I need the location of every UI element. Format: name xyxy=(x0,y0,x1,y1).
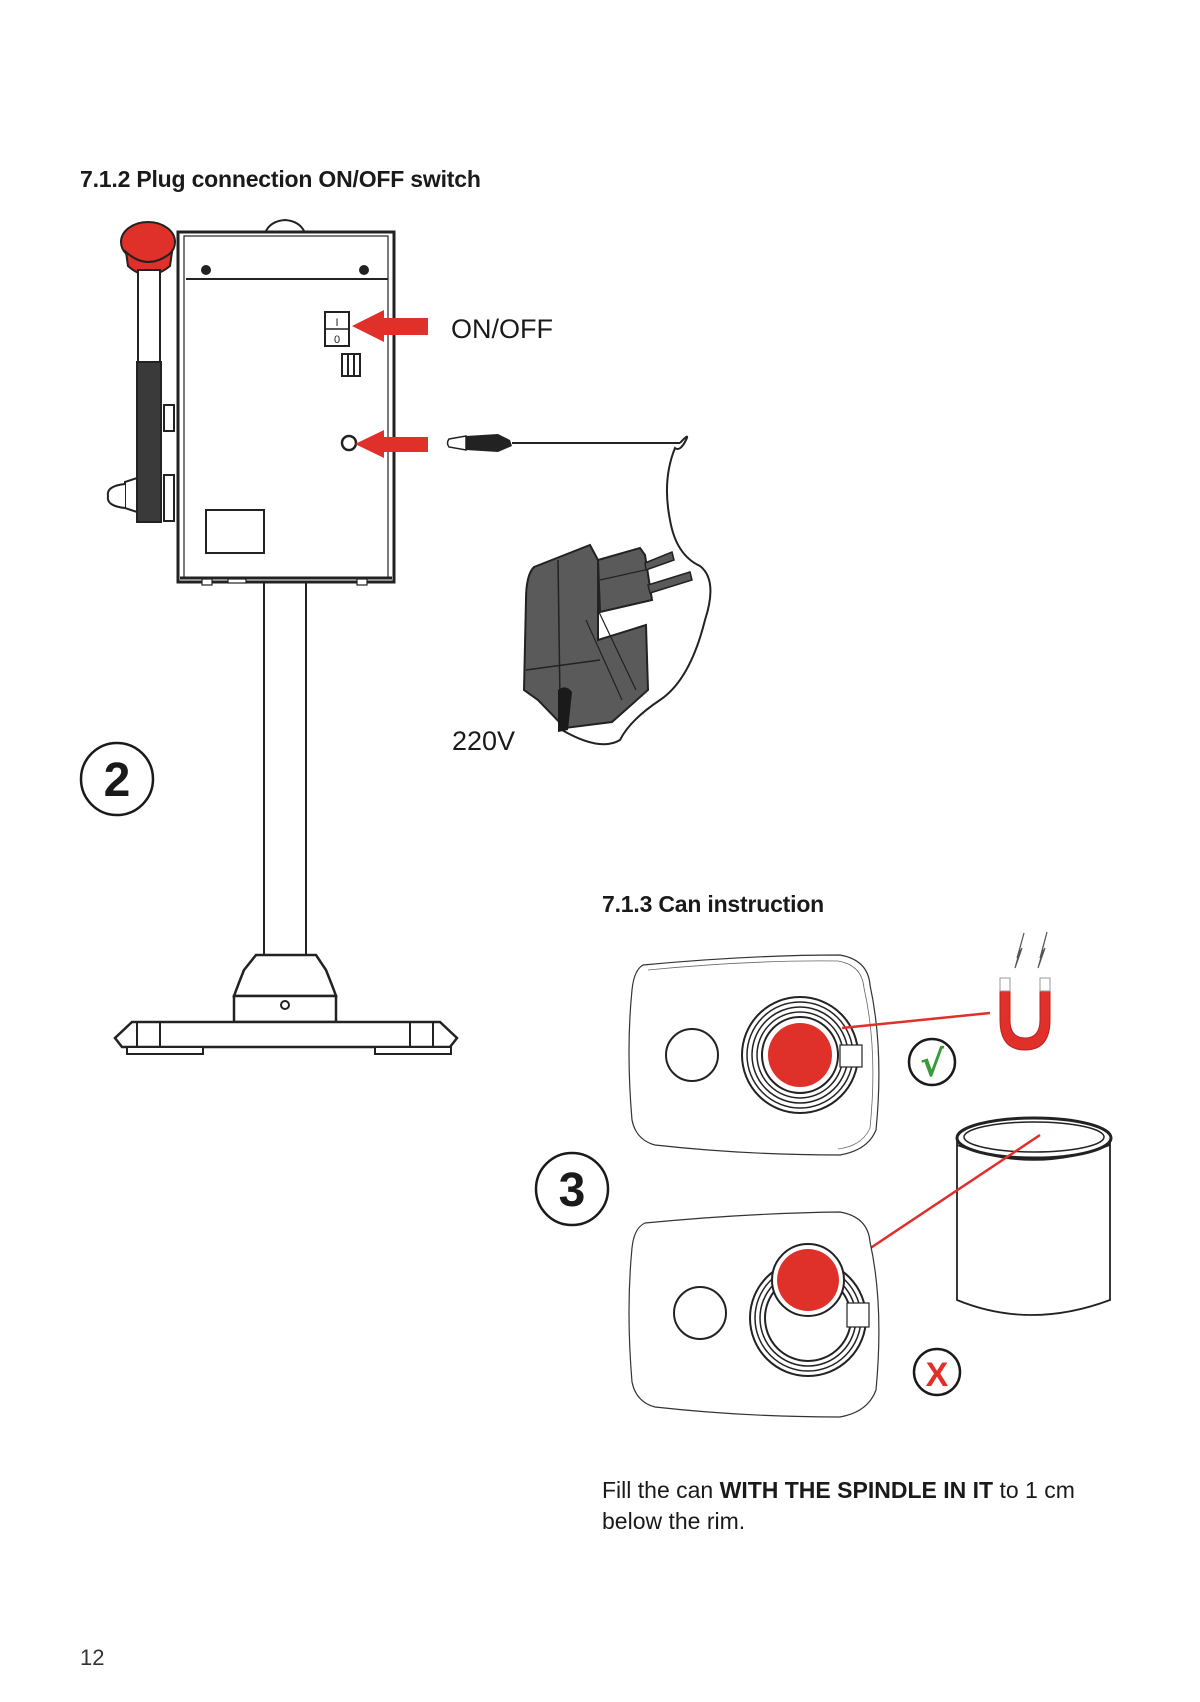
spindle-red-correct-icon xyxy=(768,1023,832,1087)
check-mark-icon: √ xyxy=(920,1044,945,1085)
switch-on-mark: I xyxy=(335,317,338,329)
instruction-prefix: Fill the can xyxy=(602,1477,720,1503)
step-2-badge: 2 xyxy=(79,741,155,817)
instruction-line2: below the rim. xyxy=(602,1508,746,1534)
label-plate xyxy=(205,509,265,554)
dc-plug-cable xyxy=(446,434,712,746)
instruction-suffix: to 1 cm xyxy=(993,1477,1075,1503)
can-fill-instruction: Fill the can WITH THE SPINDLE IN IT to 1… xyxy=(602,1475,1122,1537)
spindle-plate-wrong xyxy=(628,1211,880,1418)
machine-housing: I 0 xyxy=(176,218,396,586)
power-socket-icon xyxy=(340,434,358,452)
step-2-number: 2 xyxy=(104,754,131,807)
on-off-label: ON/OFF xyxy=(451,314,553,344)
fuse-holder-icon xyxy=(341,353,361,377)
screw-icon xyxy=(201,265,211,275)
instruction-emphasis: WITH THE SPINDLE IN IT xyxy=(719,1477,994,1503)
magnet-icon xyxy=(999,931,1051,1051)
page-number: 12 xyxy=(80,1645,105,1670)
switch-off-mark: 0 xyxy=(334,334,340,346)
machine-stand xyxy=(113,581,459,1055)
screw-icon xyxy=(359,265,369,275)
correct-badge: √ xyxy=(907,1037,957,1087)
wrong-badge: X xyxy=(912,1347,962,1397)
paint-can-icon xyxy=(841,1116,1113,1316)
voltage-label: 220V xyxy=(452,726,516,756)
power-adapter-icon xyxy=(522,543,693,732)
step-3-number: 3 xyxy=(559,1164,586,1217)
x-mark-icon: X xyxy=(926,1356,949,1394)
section-heading-plug-connection: 7.1.2 Plug connection ON/OFF switch xyxy=(80,166,481,192)
step-3-badge: 3 xyxy=(534,1151,610,1227)
spindle-red-wrong-icon xyxy=(777,1249,839,1311)
section-heading-can-instruction: 7.1.3 Can instruction xyxy=(602,891,825,917)
spindle-plate-correct xyxy=(628,954,991,1156)
handle-lever xyxy=(106,221,176,523)
arrow-to-switch-icon xyxy=(352,310,428,342)
arrow-to-socket-icon xyxy=(355,430,428,458)
